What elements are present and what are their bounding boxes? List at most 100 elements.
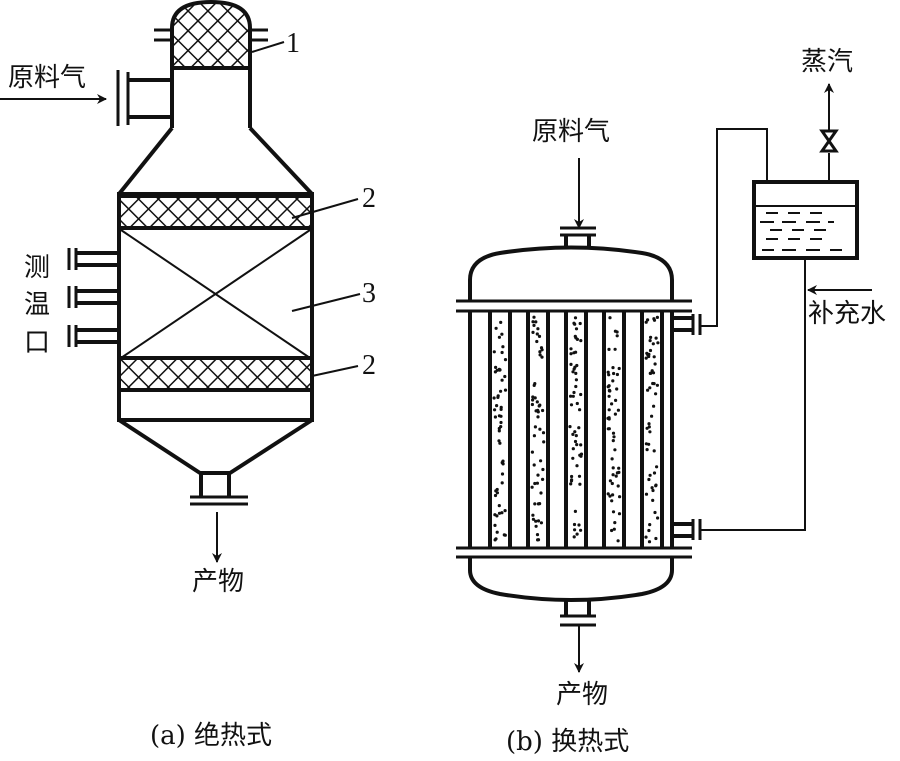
catalyst-particle <box>577 474 582 478</box>
catalyst-particle <box>648 430 652 434</box>
catalyst-particle <box>645 448 649 452</box>
catalyst-particle <box>536 473 540 477</box>
catalyst-particle <box>616 408 621 412</box>
catalyst-particle <box>535 533 540 537</box>
circulation-piping <box>700 128 806 531</box>
catalyst-particle <box>572 390 576 395</box>
catalyst-particle <box>536 538 540 542</box>
catalyst-particle <box>615 330 619 334</box>
lower-support-layer <box>117 356 314 392</box>
product-label: 产物 <box>556 680 608 710</box>
temperature-ports <box>67 248 119 347</box>
catalyst-particle <box>654 536 658 541</box>
catalyst-particle <box>652 404 656 408</box>
temp-port-label-char: 温 <box>24 290 50 320</box>
catalyst-tube <box>488 311 512 548</box>
catalyst-particle <box>535 400 539 404</box>
catalyst-particle <box>644 320 648 324</box>
catalyst-particle <box>532 323 536 327</box>
catalyst-tube <box>602 311 626 548</box>
catalyst-particle <box>610 402 614 406</box>
catalyst-particle <box>569 403 574 407</box>
catalyst-particle <box>534 519 538 523</box>
catalyst-particle <box>579 528 583 532</box>
catalyst-particle <box>655 465 659 469</box>
catalyst-particle <box>607 416 611 420</box>
catalyst-particle <box>495 514 499 518</box>
catalyst-particle <box>530 450 535 454</box>
catalyst-particle <box>573 528 577 532</box>
catalyst-particle <box>617 470 621 474</box>
catalyst-particle <box>572 535 576 539</box>
catalyst-particle <box>537 334 542 338</box>
catalyst-particle <box>499 320 503 324</box>
catalyst-particle <box>617 512 622 516</box>
catalyst-particle <box>535 339 539 344</box>
catalyst-particle <box>536 519 541 523</box>
catalyst-particle <box>500 378 504 382</box>
bottom-cone <box>117 418 314 496</box>
top-nozzle <box>560 226 596 247</box>
catalyst-particle <box>647 477 651 482</box>
catalyst-particle <box>655 383 660 387</box>
catalyst-particle <box>618 495 622 499</box>
catalyst-tube <box>564 311 588 548</box>
catalyst-particle <box>493 538 497 542</box>
water-level-dashes <box>760 212 842 251</box>
catalyst-particle <box>607 389 612 393</box>
catalyst-particle <box>531 398 535 402</box>
catalyst-particle <box>578 321 582 326</box>
catalyst-particle <box>494 365 498 369</box>
catalyst-particle <box>500 332 504 336</box>
bottom-head <box>468 557 674 602</box>
catalyst-particle <box>579 392 583 397</box>
callout-2-upper: 2 <box>362 183 376 214</box>
catalyst-particle <box>615 372 620 377</box>
catalyst-particle <box>606 385 610 389</box>
catalyst-particle <box>654 336 658 340</box>
catalyst-particle <box>578 408 582 412</box>
catalyst-particle <box>496 395 500 399</box>
catalyst-particle <box>530 402 535 407</box>
catalyst-particle <box>614 398 618 402</box>
catalyst-particle <box>610 499 614 503</box>
lower-tube-sheet <box>456 546 692 559</box>
caption-a: (a) 绝热式 <box>150 721 272 751</box>
catalyst-particle <box>571 432 575 436</box>
catalyst-particle <box>613 521 617 525</box>
feed-nozzle <box>116 70 172 126</box>
catalyst-particle <box>607 347 611 351</box>
catalyst-particle <box>497 335 501 339</box>
catalyst-particle <box>571 456 575 460</box>
catalyst-particle <box>497 511 502 515</box>
catalyst-particle <box>607 373 611 377</box>
upper-support-layer <box>117 194 314 230</box>
catalyst-particle <box>573 316 578 320</box>
catalyst-particle <box>571 447 575 451</box>
coolant-inlet-nozzle <box>672 519 702 540</box>
catalyst-particle <box>539 346 544 350</box>
catalyst-particle <box>612 435 616 439</box>
callout-1: 1 <box>286 28 300 59</box>
catalyst-particle <box>495 368 499 372</box>
catalyst-particle <box>499 389 503 393</box>
catalyst-particle <box>610 528 614 533</box>
catalyst-particle <box>498 441 502 445</box>
catalyst-particle <box>644 442 649 446</box>
catalyst-particle <box>495 404 499 408</box>
catalyst-particle <box>648 523 652 527</box>
catalyst-particle <box>531 517 536 521</box>
catalyst-particle <box>617 366 621 371</box>
temp-port-label-char: 口 <box>24 328 50 358</box>
catalyst-particle <box>648 371 652 375</box>
catalyst-particle <box>492 396 496 400</box>
catalyst-particle <box>608 479 613 483</box>
catalyst-particle <box>531 320 535 324</box>
catalyst-particle <box>541 467 545 472</box>
catalyst-particle <box>575 532 579 536</box>
catalyst-particle <box>570 478 574 482</box>
catalyst-particle <box>571 394 575 398</box>
catalyst-particle <box>535 481 540 485</box>
catalyst-particle <box>503 388 508 392</box>
top-flange <box>154 28 268 42</box>
